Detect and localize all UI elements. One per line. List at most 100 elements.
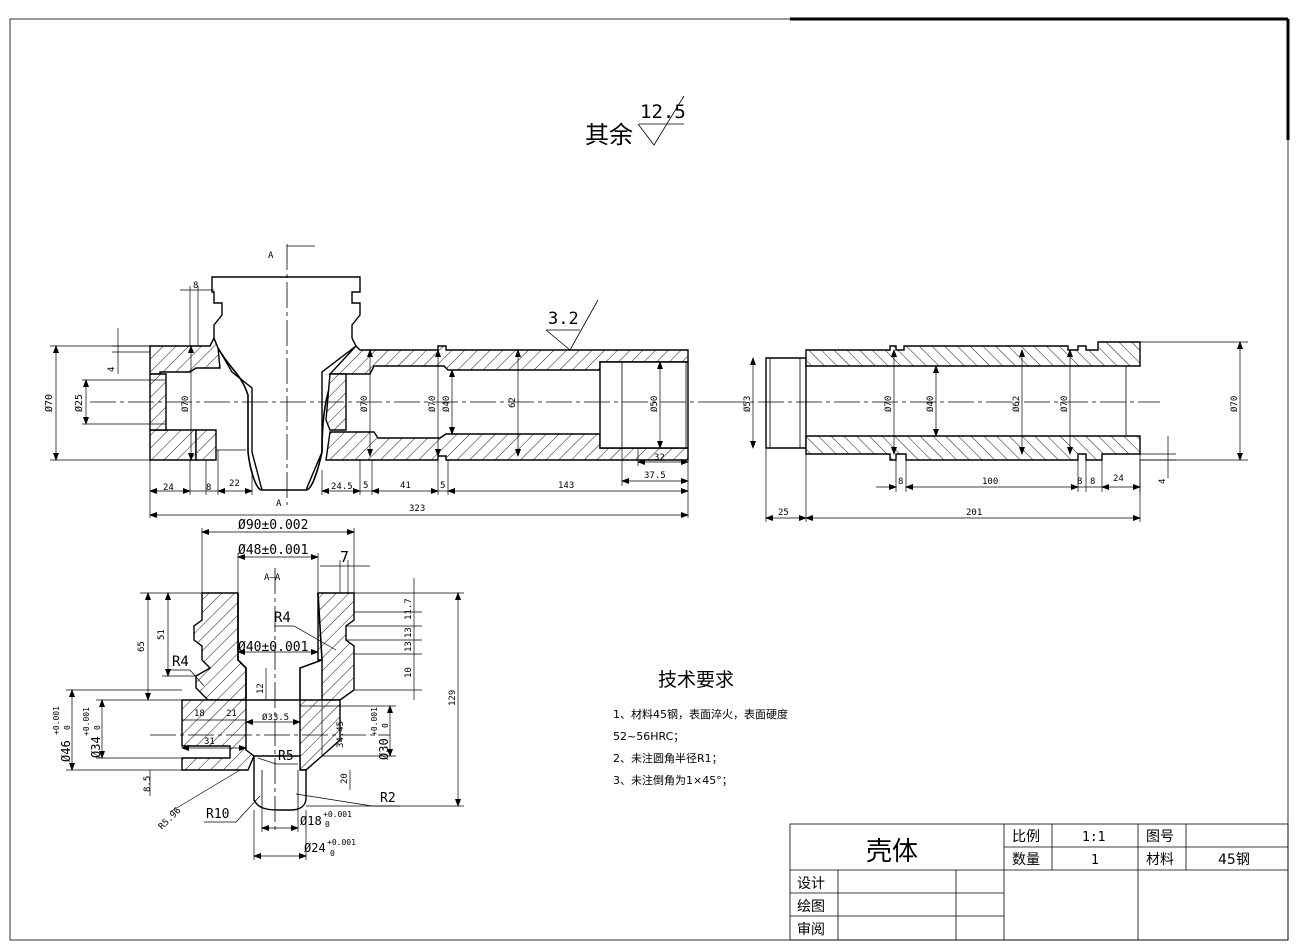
dim-right-l8b: 8 bbox=[1077, 477, 1082, 487]
dim-sec-d34: Ø34 bbox=[89, 736, 103, 758]
dim-left-l5b: 5 bbox=[440, 481, 445, 491]
dim-sec-v13b: 13 bbox=[404, 641, 414, 652]
dim-left-62: 62 bbox=[508, 397, 518, 408]
dim-sec-r4-left: R4 bbox=[172, 654, 189, 670]
dim-sec-d48: Ø48±0.001 bbox=[238, 543, 308, 558]
section-a-a-view: A—A Ø90±0.002 Ø48±0.001 7 R4 R4 Ø40±0.00 bbox=[52, 518, 464, 860]
dim-sec-d18: Ø18 bbox=[300, 814, 322, 828]
dim-sec-d30-tol-up: +0.001 bbox=[370, 707, 379, 736]
dim-left-d50: Ø50 bbox=[649, 396, 660, 412]
dim-sec-r5-96: R5.96 bbox=[157, 806, 183, 832]
dim-sec-l21: 21 bbox=[226, 709, 237, 719]
dim-sec-d40: Ø40±0.001 bbox=[238, 640, 308, 655]
dim-sec-d18-tol-dn: 0 bbox=[325, 820, 330, 829]
dim-sec-h65: 65 bbox=[137, 641, 147, 652]
dim-sec-d33-5: Ø33.5 bbox=[262, 712, 289, 723]
dim-sec-h8-5: 8.5 bbox=[143, 776, 153, 792]
dim-right-l24: 24 bbox=[1113, 474, 1124, 484]
title-qty-value: 1 bbox=[1091, 853, 1099, 868]
dim-sec-d30-tol-dn: 0 bbox=[381, 723, 390, 728]
roughness-general-value: 12.5 bbox=[640, 101, 686, 123]
dim-left-h4: 4 bbox=[107, 367, 117, 372]
dim-sec-h12: 12 bbox=[256, 683, 266, 694]
dim-right-d70-a: Ø70 bbox=[883, 396, 894, 412]
dim-right-d70-b: Ø70 bbox=[1059, 396, 1070, 412]
dim-sec-d24-tol-up: +0.001 bbox=[327, 838, 356, 847]
tech-requirements: 技术要求 1、材料45钢，表面淬火，表面硬度 52~56HRC； 2、未注圆角半… bbox=[613, 669, 788, 787]
dim-left-d25: Ø25 bbox=[73, 394, 85, 412]
section-cut-label-bottom: A bbox=[276, 499, 282, 509]
roughness-local-value: 3.2 bbox=[548, 309, 579, 329]
dim-left-l24: 24 bbox=[163, 483, 174, 493]
title-part-name: 壳体 bbox=[866, 837, 918, 867]
dim-sec-r2: R2 bbox=[380, 791, 396, 806]
dim-right-d53-view: Ø53 bbox=[742, 396, 753, 412]
tech-req-title: 技术要求 bbox=[658, 669, 734, 691]
dim-left-d70-b: Ø70 bbox=[359, 396, 370, 412]
title-review-label: 审阅 bbox=[797, 922, 825, 938]
dim-right-l8a: 8 bbox=[898, 477, 903, 487]
dim-sec-d46: Ø46 bbox=[59, 740, 73, 762]
dim-sec-d90: Ø90±0.002 bbox=[238, 518, 308, 533]
title-material-value: 45钢 bbox=[1218, 852, 1250, 868]
dim-sec-v13a: 13 bbox=[404, 627, 414, 638]
dim-left-l22: 22 bbox=[229, 479, 240, 489]
dim-sec-r5: R5 bbox=[278, 749, 294, 764]
dim-left-l24-5: 24.5 bbox=[331, 482, 353, 492]
title-qty-label: 数量 bbox=[1012, 852, 1040, 868]
dim-left-l8: 8 bbox=[206, 483, 211, 493]
right-shaft-section-view: Ø53 Ø70 Ø40 Ø62 Ø70 Ø70 8 100 bbox=[720, 341, 1248, 522]
dim-sec-d24-tol-dn: 0 bbox=[330, 849, 335, 858]
dim-sec-l18: 18 bbox=[194, 709, 205, 719]
tech-req-item-2: 52~56HRC； bbox=[613, 730, 684, 743]
section-view-label: A—A bbox=[264, 573, 281, 583]
dim-sec-w7: 7 bbox=[340, 548, 349, 566]
dim-sec-h129: 129 bbox=[448, 690, 458, 706]
dim-left-w8-top: 8 bbox=[193, 281, 198, 291]
dim-sec-r4-upper: R4 bbox=[274, 610, 291, 626]
dim-sec-v11-7: 11.7 bbox=[404, 598, 414, 620]
dim-sec-r10: R10 bbox=[206, 807, 229, 822]
dim-right-d70-c: Ø70 bbox=[1229, 396, 1240, 412]
roughness-prefix: 其余 bbox=[585, 121, 633, 149]
title-material-label: 材料 bbox=[1146, 852, 1174, 868]
section-cut-label-top: A bbox=[268, 251, 274, 261]
left-shaft-section-view: A A 3.2 Ø70 Ø25 4 Ø70 Ø70 Ø70 Ø40 62 Ø50 bbox=[43, 244, 720, 518]
dim-left-d70-outer: Ø70 bbox=[43, 394, 55, 412]
dim-right-d62: Ø62 bbox=[1011, 396, 1022, 412]
title-draw-label: 绘图 bbox=[797, 899, 825, 915]
dim-sec-d46-tol-dn: 0 bbox=[63, 725, 72, 730]
drawing-frame bbox=[9, 17, 1290, 941]
dim-sec-d46-tol-up: +0.001 bbox=[52, 706, 61, 735]
dim-right-d40: Ø40 bbox=[925, 396, 936, 412]
dim-left-l323: 323 bbox=[409, 504, 425, 514]
dim-sec-d34-tol-up: +0.001 bbox=[82, 707, 91, 736]
general-roughness-symbol: 其余 12.5 bbox=[585, 95, 686, 149]
tech-req-item-1: 1、材料45钢，表面淬火，表面硬度 bbox=[613, 707, 788, 721]
title-scale-label: 比例 bbox=[1012, 829, 1040, 845]
dim-left-l41: 41 bbox=[400, 481, 411, 491]
dim-sec-l31: 31 bbox=[204, 737, 215, 747]
dim-left-d70-c: Ø70 bbox=[427, 396, 438, 412]
tech-req-item-3: 2、未注圆角半径R1； bbox=[613, 751, 723, 765]
dim-sec-d34-tol-dn: 0 bbox=[93, 725, 102, 730]
dim-left-l37-5: 37.5 bbox=[644, 471, 666, 481]
dim-right-l8c: 8 bbox=[1090, 477, 1095, 487]
tech-req-item-4: 3、未注倒角为1×45°； bbox=[613, 773, 733, 787]
dim-left-l143: 143 bbox=[558, 481, 574, 491]
dim-sec-v10: 10 bbox=[404, 667, 414, 678]
dim-left-l5a: 5 bbox=[363, 481, 368, 491]
dim-sec-d30: Ø30 bbox=[377, 738, 391, 760]
dim-right-l100: 100 bbox=[982, 477, 998, 487]
dim-sec-h51: 51 bbox=[157, 629, 167, 640]
dim-sec-d18-tol-up: +0.001 bbox=[323, 810, 352, 819]
title-scale-value: 1:1 bbox=[1082, 830, 1105, 845]
title-design-label: 设计 bbox=[797, 876, 825, 892]
dim-sec-h20: 20 bbox=[340, 773, 350, 784]
dim-sec-d24: Ø24 bbox=[304, 841, 326, 855]
title-block: 壳体 比例 1:1 图号 数量 1 材料 45钢 设计 绘图 审阅 bbox=[789, 823, 1289, 941]
dim-right-h4: 4 bbox=[1158, 479, 1168, 484]
dim-left-d70-a: Ø70 bbox=[180, 396, 191, 412]
dim-left-l32: 32 bbox=[654, 453, 665, 463]
